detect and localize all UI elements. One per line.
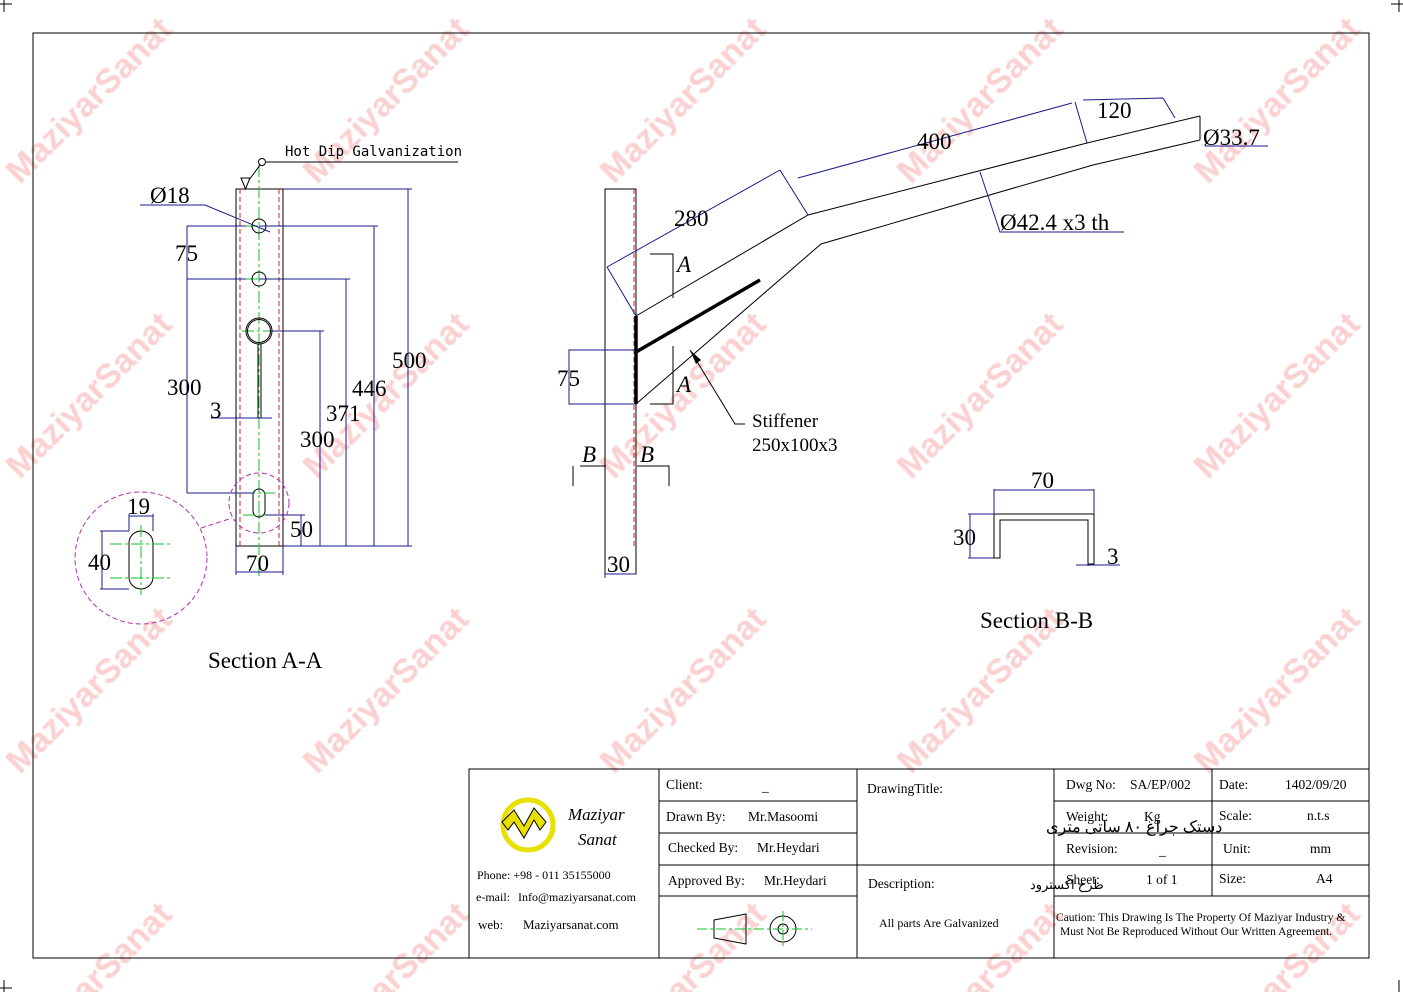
svg-text:Sheet:: Sheet: bbox=[1066, 872, 1100, 887]
svg-text:web:: web: bbox=[478, 917, 503, 932]
svg-text:Dwg No:: Dwg No: bbox=[1066, 777, 1116, 792]
svg-text:Ø33.7: Ø33.7 bbox=[1203, 125, 1260, 150]
svg-text:Maziyar: Maziyar bbox=[567, 805, 625, 824]
svg-text:n.t.s: n.t.s bbox=[1307, 808, 1330, 823]
svg-text:Info@maziyarsanat.com: Info@maziyarsanat.com bbox=[518, 890, 637, 904]
svg-text:A: A bbox=[675, 252, 692, 277]
detail-slot bbox=[128, 530, 154, 590]
section-aa-title: Section A-A bbox=[208, 648, 323, 673]
svg-text:Drawn By:: Drawn By: bbox=[666, 809, 726, 824]
svg-text:طرح اکسترود: طرح اکسترود bbox=[1030, 877, 1104, 893]
section-aa: Hot Dip Galvanization Ø18 75 300 3 300 3… bbox=[74, 144, 462, 673]
svg-text:Ø18: Ø18 bbox=[150, 183, 190, 208]
svg-text:Revision:: Revision: bbox=[1066, 841, 1118, 856]
svg-text:40: 40 bbox=[88, 550, 111, 575]
svg-text:Caution: This Drawing Is The P: Caution: This Drawing Is The Property Of… bbox=[1056, 912, 1345, 924]
svg-text:Ø42.4 x3 th: Ø42.4 x3 th bbox=[1000, 210, 1110, 235]
svg-text:Must Not Be Reproduced Without: Must Not Be Reproduced Without Our Writt… bbox=[1060, 926, 1332, 938]
svg-text:Description:: Description: bbox=[868, 876, 935, 891]
svg-text:Kg: Kg bbox=[1144, 809, 1161, 824]
wall-plate bbox=[604, 188, 637, 575]
slot bbox=[252, 488, 266, 518]
svg-text:1402/09/20: 1402/09/20 bbox=[1285, 777, 1347, 792]
svg-text:Mr.Masoomi: Mr.Masoomi bbox=[748, 809, 818, 824]
svg-text:_: _ bbox=[1158, 843, 1166, 858]
svg-text:Phone: +98 - 011 35155000: Phone: +98 - 011 35155000 bbox=[477, 868, 611, 882]
section-bb: 70 30 3 Section B-B bbox=[953, 468, 1120, 633]
svg-text:3: 3 bbox=[210, 398, 222, 423]
svg-text:19: 19 bbox=[127, 494, 150, 519]
svg-text:3: 3 bbox=[1107, 544, 1119, 569]
svg-text:SA/EP/002: SA/EP/002 bbox=[1130, 777, 1191, 792]
svg-text:Date:: Date: bbox=[1219, 777, 1248, 792]
projection-symbol bbox=[697, 911, 812, 948]
svg-text:280: 280 bbox=[674, 206, 709, 231]
svg-text:_: _ bbox=[761, 779, 769, 794]
detail-circle bbox=[74, 491, 208, 625]
svg-text:30: 30 bbox=[607, 552, 630, 577]
svg-text:250x100x3: 250x100x3 bbox=[752, 435, 838, 456]
stiffener-label: Stiffener bbox=[752, 411, 819, 432]
tube-bottom bbox=[635, 139, 1201, 405]
svg-text:30: 30 bbox=[953, 525, 976, 550]
svg-text:500: 500 bbox=[392, 348, 427, 373]
plate-outline bbox=[235, 188, 284, 547]
svg-text:B: B bbox=[582, 442, 596, 467]
svg-text:DrawingTitle:: DrawingTitle: bbox=[867, 781, 943, 796]
svg-text:371: 371 bbox=[326, 401, 361, 426]
svg-text:Scale:: Scale: bbox=[1219, 808, 1252, 823]
svg-text:300: 300 bbox=[300, 427, 335, 452]
title-block: Maziyar Sanat Phone: +98 - 011 35155000 … bbox=[468, 768, 1370, 959]
svg-text:Approved By:: Approved By: bbox=[668, 873, 745, 888]
main-view: 280 400 120 Ø33.7 Ø42.4 x3 th 75 30 A A … bbox=[557, 97, 1268, 578]
svg-text:70: 70 bbox=[1031, 468, 1054, 493]
tube-top bbox=[635, 115, 1201, 317]
svg-text:Mr.Heydari: Mr.Heydari bbox=[757, 840, 820, 855]
svg-text:75: 75 bbox=[175, 241, 198, 266]
svg-text:Maziyarsanat.com: Maziyarsanat.com bbox=[523, 917, 619, 932]
svg-text:70: 70 bbox=[246, 551, 269, 576]
svg-text:All parts Are Galvanized: All parts Are Galvanized bbox=[879, 916, 999, 930]
svg-text:75: 75 bbox=[557, 366, 580, 391]
svg-text:50: 50 bbox=[290, 517, 313, 542]
section-bb-title: Section B-B bbox=[980, 608, 1093, 633]
svg-text:mm: mm bbox=[1310, 841, 1332, 856]
svg-text:446: 446 bbox=[352, 376, 387, 401]
svg-text:A4: A4 bbox=[1316, 871, 1333, 886]
svg-text:1 of 1: 1 of 1 bbox=[1146, 872, 1178, 887]
svg-text:B: B bbox=[640, 442, 654, 467]
svg-text:Checked By:: Checked By: bbox=[668, 840, 738, 855]
svg-text:Unit:: Unit: bbox=[1223, 841, 1251, 856]
svg-text:Client:: Client: bbox=[666, 777, 703, 792]
svg-text:A: A bbox=[675, 372, 692, 397]
drawing-title: دستک چراغ ۸۰ ساتی متری bbox=[1046, 819, 1222, 836]
svg-text:e-mail:: e-mail: bbox=[476, 890, 510, 904]
galvanization-note: Hot Dip Galvanization bbox=[285, 144, 462, 160]
svg-text:Sanat: Sanat bbox=[578, 830, 618, 849]
svg-text:Size:: Size: bbox=[1219, 871, 1246, 886]
svg-text:300: 300 bbox=[167, 375, 202, 400]
stiffener bbox=[635, 278, 761, 354]
svg-text:400: 400 bbox=[917, 129, 952, 154]
svg-text:120: 120 bbox=[1097, 98, 1132, 123]
svg-text:Weight:: Weight: bbox=[1066, 809, 1108, 824]
svg-text:Mr.Heydari: Mr.Heydari bbox=[764, 873, 827, 888]
company-logo bbox=[500, 797, 556, 853]
